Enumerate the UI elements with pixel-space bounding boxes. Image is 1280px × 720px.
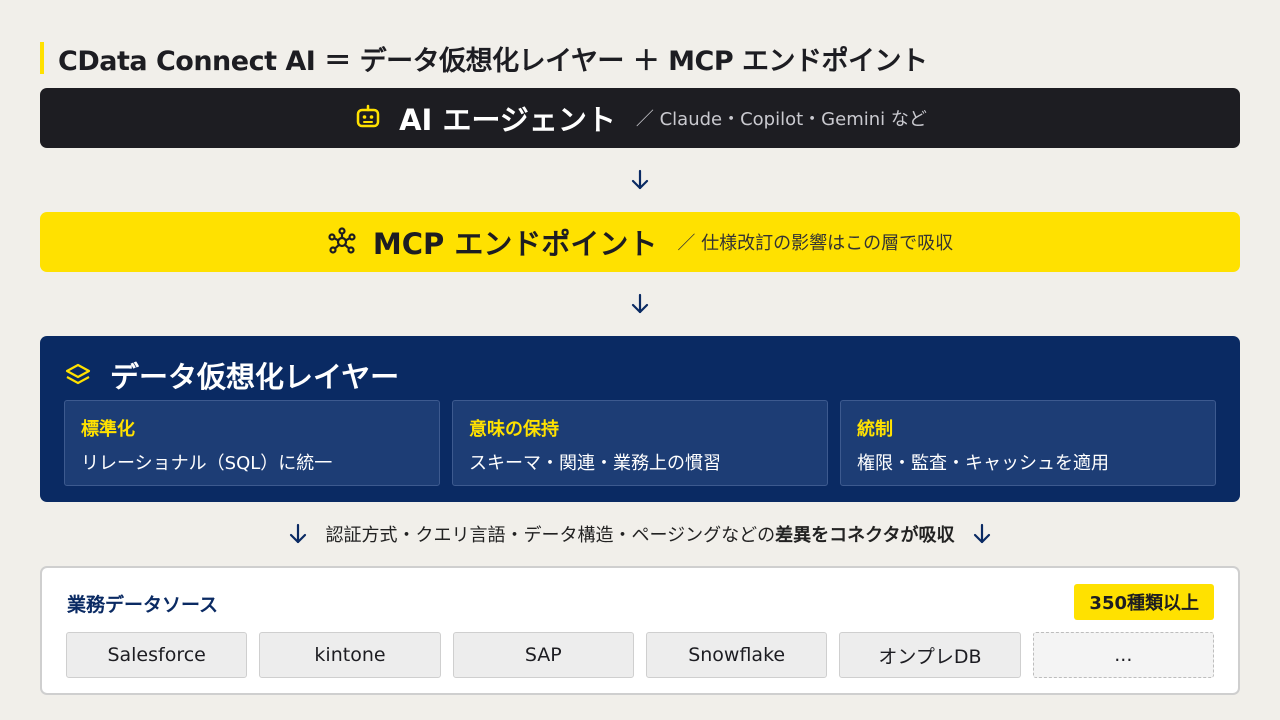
absorb-text-regular: 認証方式・クエリ言語・データ構造・ページングなどの — [325, 525, 776, 546]
source-chip-more: ... — [1032, 632, 1214, 678]
card-text: 権限・監査・キャッシュを適用 — [857, 453, 1109, 474]
card-standardization: 標準化 リレーショナル（SQL）に統一 — [64, 400, 440, 486]
sources-title: 業務データソース — [67, 594, 219, 616]
source-chip-salesforce: Salesforce — [66, 632, 248, 678]
data-sources-panel: 業務データソース 350種類以上 Salesforce kintone SAP … — [40, 566, 1240, 695]
source-chip-sap: SAP — [452, 632, 634, 678]
card-title: 標準化 — [81, 419, 135, 440]
layer-header: データ仮想化レイヤー — [64, 354, 399, 396]
card-governance: 統制 権限・監査・キャッシュを適用 — [840, 400, 1216, 486]
source-chip-onprem-db: オンプレDB — [839, 632, 1021, 678]
network-hub-icon — [327, 227, 357, 257]
agent-title: AI エージェント — [399, 103, 616, 137]
arrow-down-icon — [286, 522, 310, 546]
agent-subtitle: ／ Claude・Copilot・Gemini など — [635, 109, 927, 130]
card-text: スキーマ・関連・業務上の慣習 — [469, 453, 721, 474]
arrow-down-icon — [970, 522, 994, 546]
source-chip-snowflake: Snowflake — [645, 632, 828, 678]
mcp-band: MCP エンドポイント ／ 仕様改訂の影響はこの層で吸収 — [40, 212, 1240, 272]
page-title: CData Connect AI ＝ データ仮想化レイヤー ＋ MCP エンドポ… — [58, 45, 928, 77]
absorb-text-bold: 差異をコネクタが吸収 — [775, 525, 955, 546]
source-chip-kintone: kintone — [259, 632, 441, 678]
layer-title: データ仮想化レイヤー — [110, 360, 400, 394]
layer-cards: 標準化 リレーショナル（SQL）に統一 意味の保持 スキーマ・関連・業務上の慣習… — [64, 400, 1216, 486]
page-title-wrap: CData Connect AI ＝ データ仮想化レイヤー ＋ MCP エンドポ… — [40, 42, 928, 77]
card-title: 意味の保持 — [469, 419, 559, 440]
title-accent-bar — [40, 42, 44, 74]
card-text: リレーショナル（SQL）に統一 — [81, 453, 333, 474]
source-list: Salesforce kintone SAP Snowflake オンプレDB … — [66, 632, 1214, 678]
absorb-text: 認証方式・クエリ言語・データ構造・ページングなどの差異をコネクタが吸収 — [326, 521, 955, 547]
card-semantics: 意味の保持 スキーマ・関連・業務上の慣習 — [452, 400, 828, 486]
connector-absorb-note: 認証方式・クエリ言語・データ構造・ページングなどの差異をコネクタが吸収 — [250, 520, 1030, 548]
arrow-down-icon — [628, 168, 652, 192]
mcp-title: MCP エンドポイント — [372, 227, 658, 261]
agent-band: AI エージェント ／ Claude・Copilot・Gemini など — [40, 88, 1240, 148]
virtualization-layer: データ仮想化レイヤー 標準化 リレーショナル（SQL）に統一 意味の保持 スキー… — [40, 336, 1240, 502]
robot-icon — [353, 103, 383, 133]
mcp-subtitle: ／ 仕様改訂の影響はこの層で吸収 — [677, 233, 954, 254]
card-title: 統制 — [857, 419, 893, 440]
sources-count-badge: 350種類以上 — [1074, 584, 1214, 620]
arrow-down-icon — [628, 292, 652, 316]
layers-icon — [64, 360, 94, 390]
